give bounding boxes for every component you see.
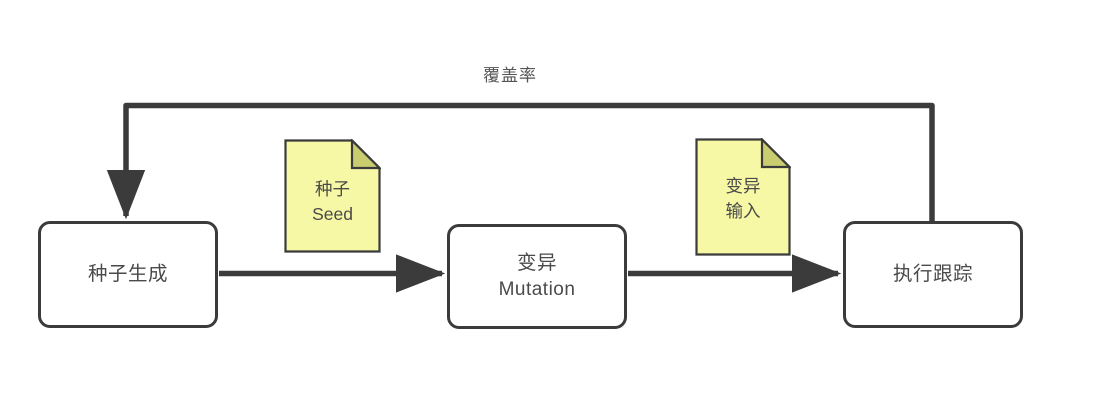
node-mutation-line-1: 变异 bbox=[516, 252, 557, 275]
node-execution-tracing-line-1: 执行跟踪 bbox=[892, 262, 973, 285]
coverage-feedback-label: 覆盖率 bbox=[483, 66, 537, 85]
note-mutation-input-shape bbox=[695, 138, 791, 256]
note-mutation-input[interactable]: 变异 输入 bbox=[695, 138, 791, 256]
note-seed[interactable]: 种子 Seed bbox=[284, 139, 381, 253]
node-seed-generation[interactable]: 种子生成 bbox=[38, 221, 218, 328]
note-seed-shape bbox=[284, 139, 381, 253]
node-mutation[interactable]: 变异 Mutation bbox=[447, 224, 627, 329]
node-execution-tracing[interactable]: 执行跟踪 bbox=[843, 221, 1023, 328]
edge-coverage-feedback bbox=[106, 102, 935, 221]
node-seed-generation-line-1: 种子生成 bbox=[87, 262, 168, 285]
node-mutation-line-2: Mutation bbox=[498, 278, 576, 300]
